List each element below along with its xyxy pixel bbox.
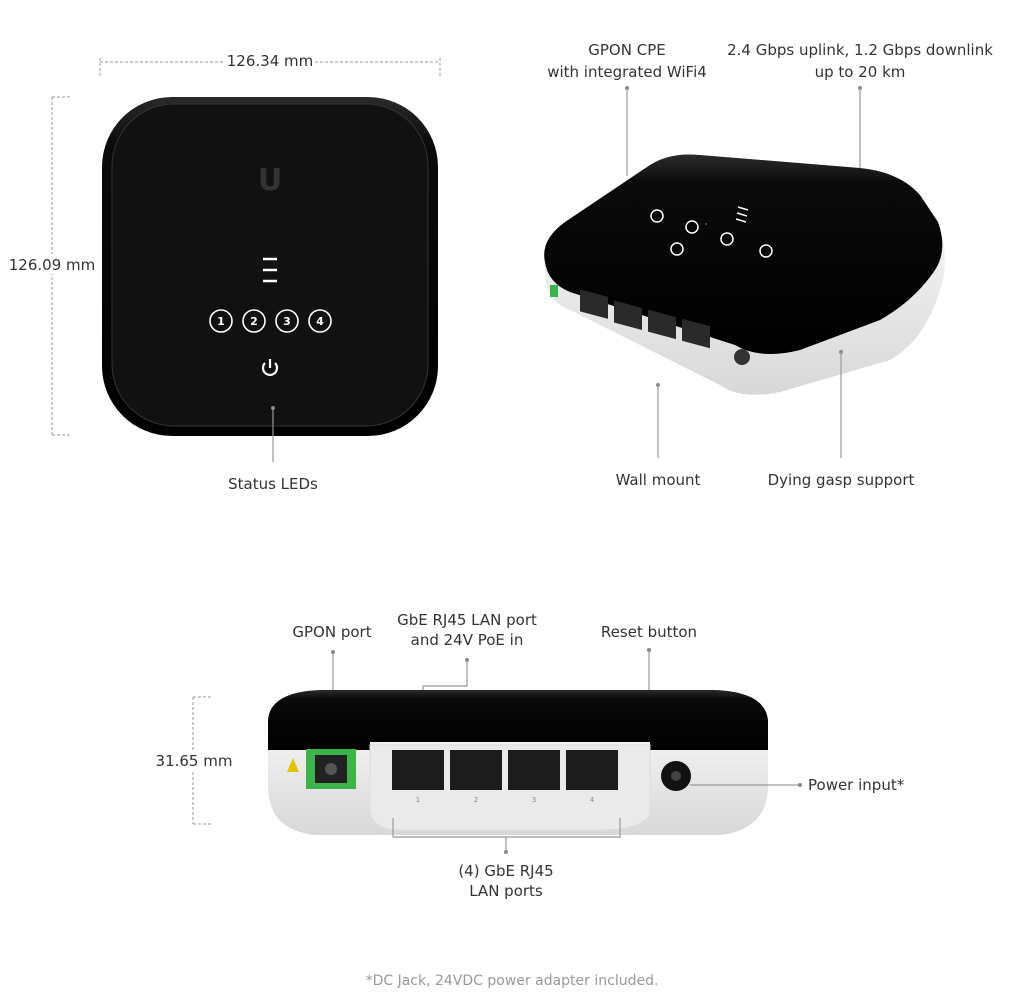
device-top-shell	[544, 154, 943, 354]
status-leds-label: Status LEDs	[228, 475, 318, 493]
lan-ports-bracket	[392, 818, 621, 852]
svg-text:3: 3	[532, 796, 536, 804]
footnote: *DC Jack, 24VDC power adapter included.	[366, 973, 659, 989]
power-icon	[261, 359, 279, 376]
gpon-port-green	[550, 285, 558, 297]
svg-text:4: 4	[590, 796, 595, 804]
lan-port-2[interactable]	[450, 750, 502, 790]
rear-lan-ports	[392, 750, 618, 790]
rear-top-shell	[268, 690, 768, 750]
lan-port-3[interactable]	[508, 750, 560, 790]
width-dimension-label: 126.34 mm	[227, 52, 313, 70]
dc-jack	[734, 349, 750, 365]
gpon-port-label: GPON port	[292, 623, 371, 641]
lan-port-1[interactable]	[392, 750, 444, 790]
svg-text:3: 3	[283, 315, 291, 328]
ubiquiti-logo-icon: U	[258, 163, 282, 198]
dying-gasp-label: Dying gasp support	[768, 471, 915, 489]
svg-text:1: 1	[217, 315, 225, 328]
svg-text:2: 2	[474, 796, 478, 804]
height-dimension-label: 126.09 mm	[9, 256, 95, 274]
status-led-icons	[650, 206, 773, 258]
svg-text:4: 4	[316, 315, 324, 328]
wall-mount-label: Wall mount	[616, 471, 701, 489]
laser-warning-icon	[287, 758, 299, 772]
power-input-label: Power input*	[808, 776, 905, 794]
lan-port-4[interactable]	[566, 750, 618, 790]
rear-height-label: 31.65 mm	[156, 752, 233, 770]
height-dimension-line	[51, 96, 72, 436]
svg-text:1: 1	[416, 796, 420, 804]
port-numbers: 1 2 3 4	[416, 796, 595, 804]
rear-height-dimension	[192, 696, 213, 825]
top-view-device: 126.34 mm 126.09 mm U 1 2 3 4 Status LED…	[8, 52, 441, 493]
lan-led-indicators: 1 2 3 4	[209, 309, 332, 333]
reset-button-label: Reset button	[601, 623, 697, 641]
wifi-bars-icon	[263, 257, 277, 283]
svg-text:2: 2	[250, 315, 258, 328]
angled-lan-ports	[580, 289, 710, 349]
